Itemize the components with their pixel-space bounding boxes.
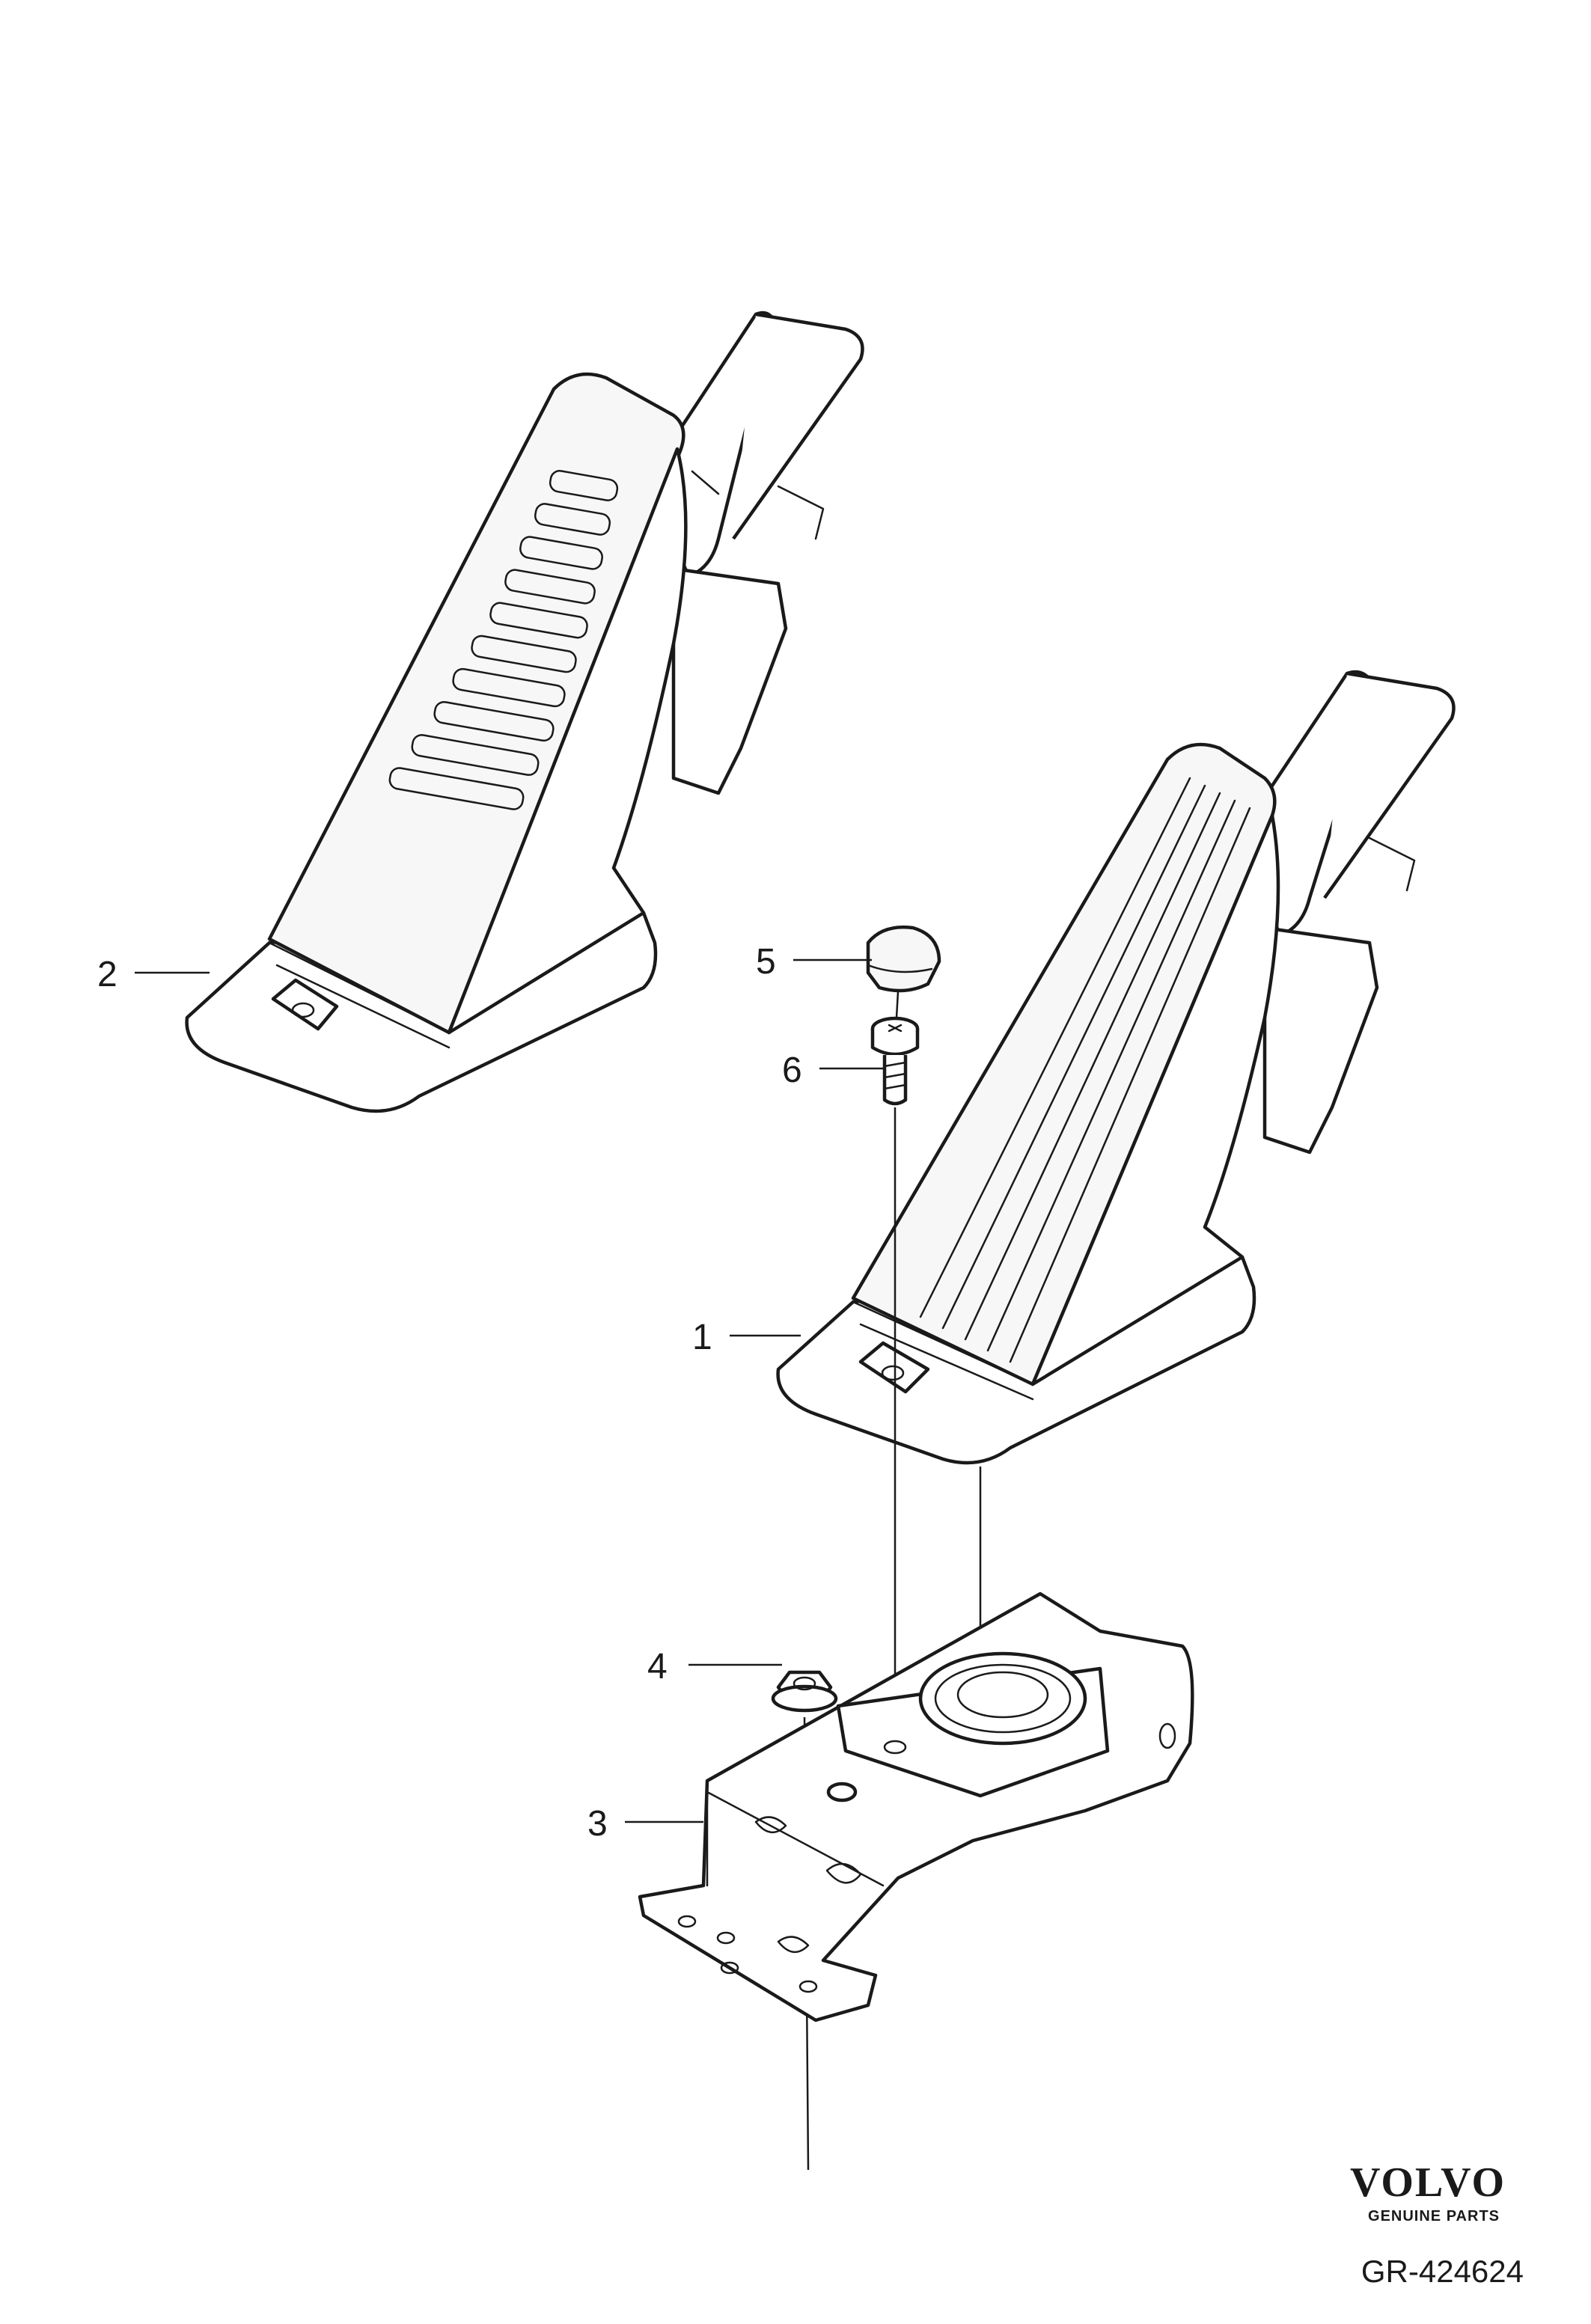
callout-2: 2 bbox=[97, 955, 210, 994]
brand-tagline: GENUINE PARTS bbox=[1368, 2208, 1500, 2224]
accelerator-pedal-ribbed bbox=[185, 311, 864, 1113]
brand-name: VOLVO bbox=[1350, 2159, 1506, 2206]
cap bbox=[866, 926, 941, 993]
volvo-logo: VOLVO GENUINE PARTS bbox=[1350, 2159, 1506, 2224]
callout-1: 1 bbox=[692, 1318, 801, 1357]
callout-label: 3 bbox=[587, 1804, 608, 1844]
callout-label: 2 bbox=[97, 955, 117, 994]
callout-label: 5 bbox=[756, 942, 776, 982]
callout-label: 6 bbox=[782, 1051, 802, 1090]
callout-label: 1 bbox=[692, 1318, 712, 1357]
callout-5: 5 bbox=[756, 942, 872, 982]
callout-4: 4 bbox=[647, 1647, 782, 1687]
bracket bbox=[638, 1591, 1194, 2022]
callout-6: 6 bbox=[782, 1051, 883, 1090]
callout-label: 4 bbox=[647, 1647, 668, 1687]
accelerator-pedal bbox=[776, 670, 1456, 1465]
nut bbox=[771, 1670, 838, 1713]
callout-3: 3 bbox=[587, 1804, 703, 1844]
reference-number: GR-424624 bbox=[1361, 2254, 1524, 2289]
screw bbox=[870, 1016, 920, 1106]
